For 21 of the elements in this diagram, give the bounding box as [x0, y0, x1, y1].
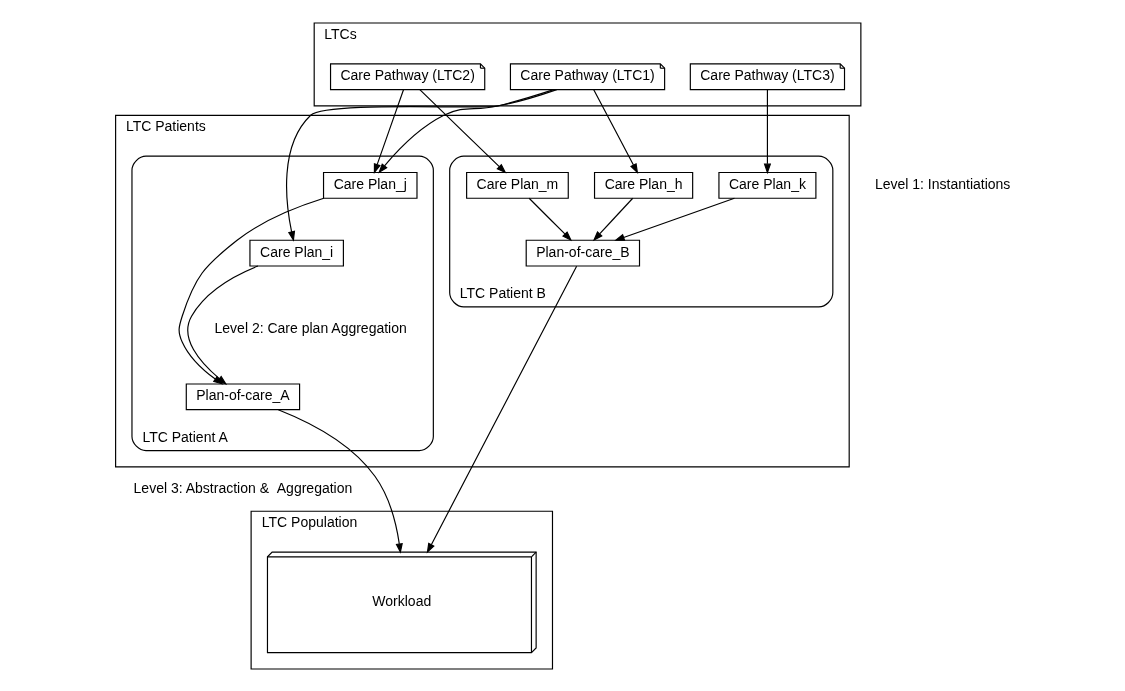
arrow — [277, 408, 403, 554]
arrow — [426, 265, 577, 554]
node-box: Care Plan_m — [465, 171, 569, 199]
arrow — [592, 197, 633, 241]
node-box: Care Plan_j — [322, 171, 418, 199]
arrow — [418, 88, 506, 174]
arrow — [592, 88, 638, 174]
node-box: Plan-of-care_B — [525, 239, 640, 267]
arrow — [285, 88, 557, 242]
arrow — [613, 197, 735, 241]
label: Level 1: Instantiations — [874, 175, 1010, 192]
node-box: Plan-of-care_A — [185, 382, 300, 410]
arrow — [377, 88, 554, 174]
arrow — [763, 88, 771, 174]
label: Level 2: Care plan Aggregation — [214, 319, 407, 336]
node-box: Care Plan_i — [248, 239, 344, 267]
arrow — [373, 88, 404, 174]
label: Level 3: Abstraction & Aggregation — [133, 479, 352, 496]
node-box: Care Plan_k — [717, 171, 816, 199]
arrow — [528, 197, 572, 241]
node-box: Care Plan_h — [593, 171, 693, 199]
